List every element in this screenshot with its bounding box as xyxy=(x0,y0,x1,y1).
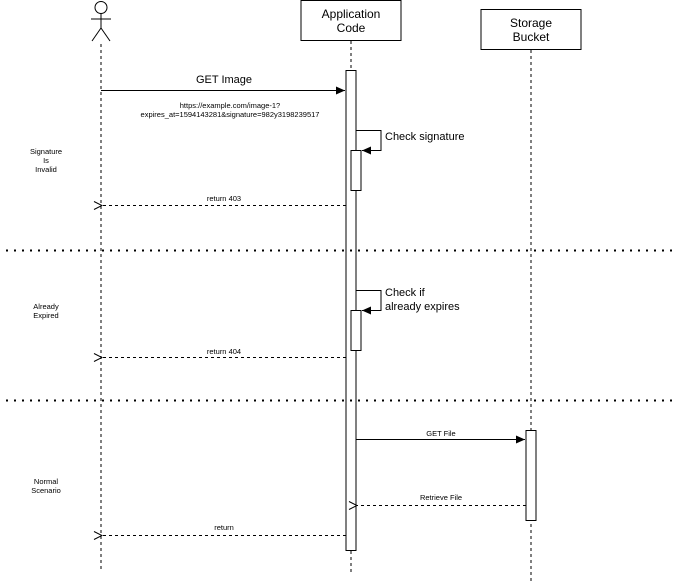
application-participant-box xyxy=(300,0,402,41)
expiry-check-activation xyxy=(350,310,362,351)
get-image-url: https://example.com/image-1? expires_at=… xyxy=(120,101,340,119)
return-403-label: return 403 xyxy=(206,194,242,203)
check-signature-arrow xyxy=(356,130,382,155)
get-image-label: GET Image xyxy=(195,74,253,86)
check-expiry-arrow xyxy=(356,290,382,315)
check-expiry-line-2: already expires xyxy=(385,301,460,313)
return-404-label: return 404 xyxy=(206,347,242,356)
url-line-1: https://example.com/image-1? xyxy=(179,101,281,110)
url-line-2: expires_at=1594143281&signature=982y3198… xyxy=(140,110,320,119)
check-expiry-line-1: Check if xyxy=(385,287,425,299)
storage-participant-box xyxy=(480,9,582,50)
application-participant-label: Application Code xyxy=(321,7,381,35)
return-label: return xyxy=(214,523,234,532)
section-label-normal: Normal Scenario xyxy=(31,477,61,495)
signature-check-activation xyxy=(350,150,362,191)
section-label-invalid: Signature Is Invalid xyxy=(29,147,63,174)
storage-participant-label: Storage Bucket xyxy=(509,16,553,44)
retrieve-file-label: Retrieve File xyxy=(419,493,463,502)
check-signature-label: Check signature xyxy=(385,131,465,143)
storage-activation xyxy=(525,430,537,521)
actor-icon xyxy=(91,1,111,42)
get-file-label: GET File xyxy=(426,429,456,438)
section-label-expired: Already Expired xyxy=(33,302,59,320)
check-expiry-label: Check if already expires xyxy=(385,286,460,314)
